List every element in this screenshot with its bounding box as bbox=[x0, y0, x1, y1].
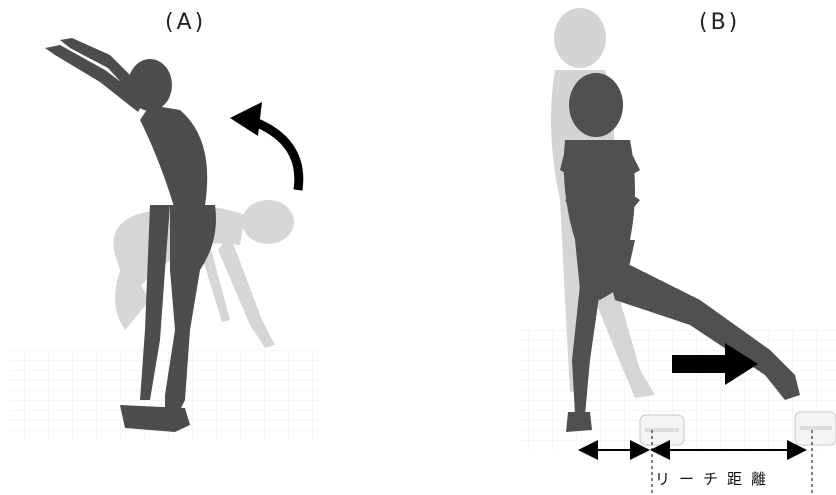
reach-distance-label: リーチ距離 bbox=[655, 468, 775, 489]
rotation-arrow-head-a bbox=[230, 102, 262, 136]
panel-a bbox=[10, 38, 320, 440]
panel-b bbox=[520, 8, 836, 495]
